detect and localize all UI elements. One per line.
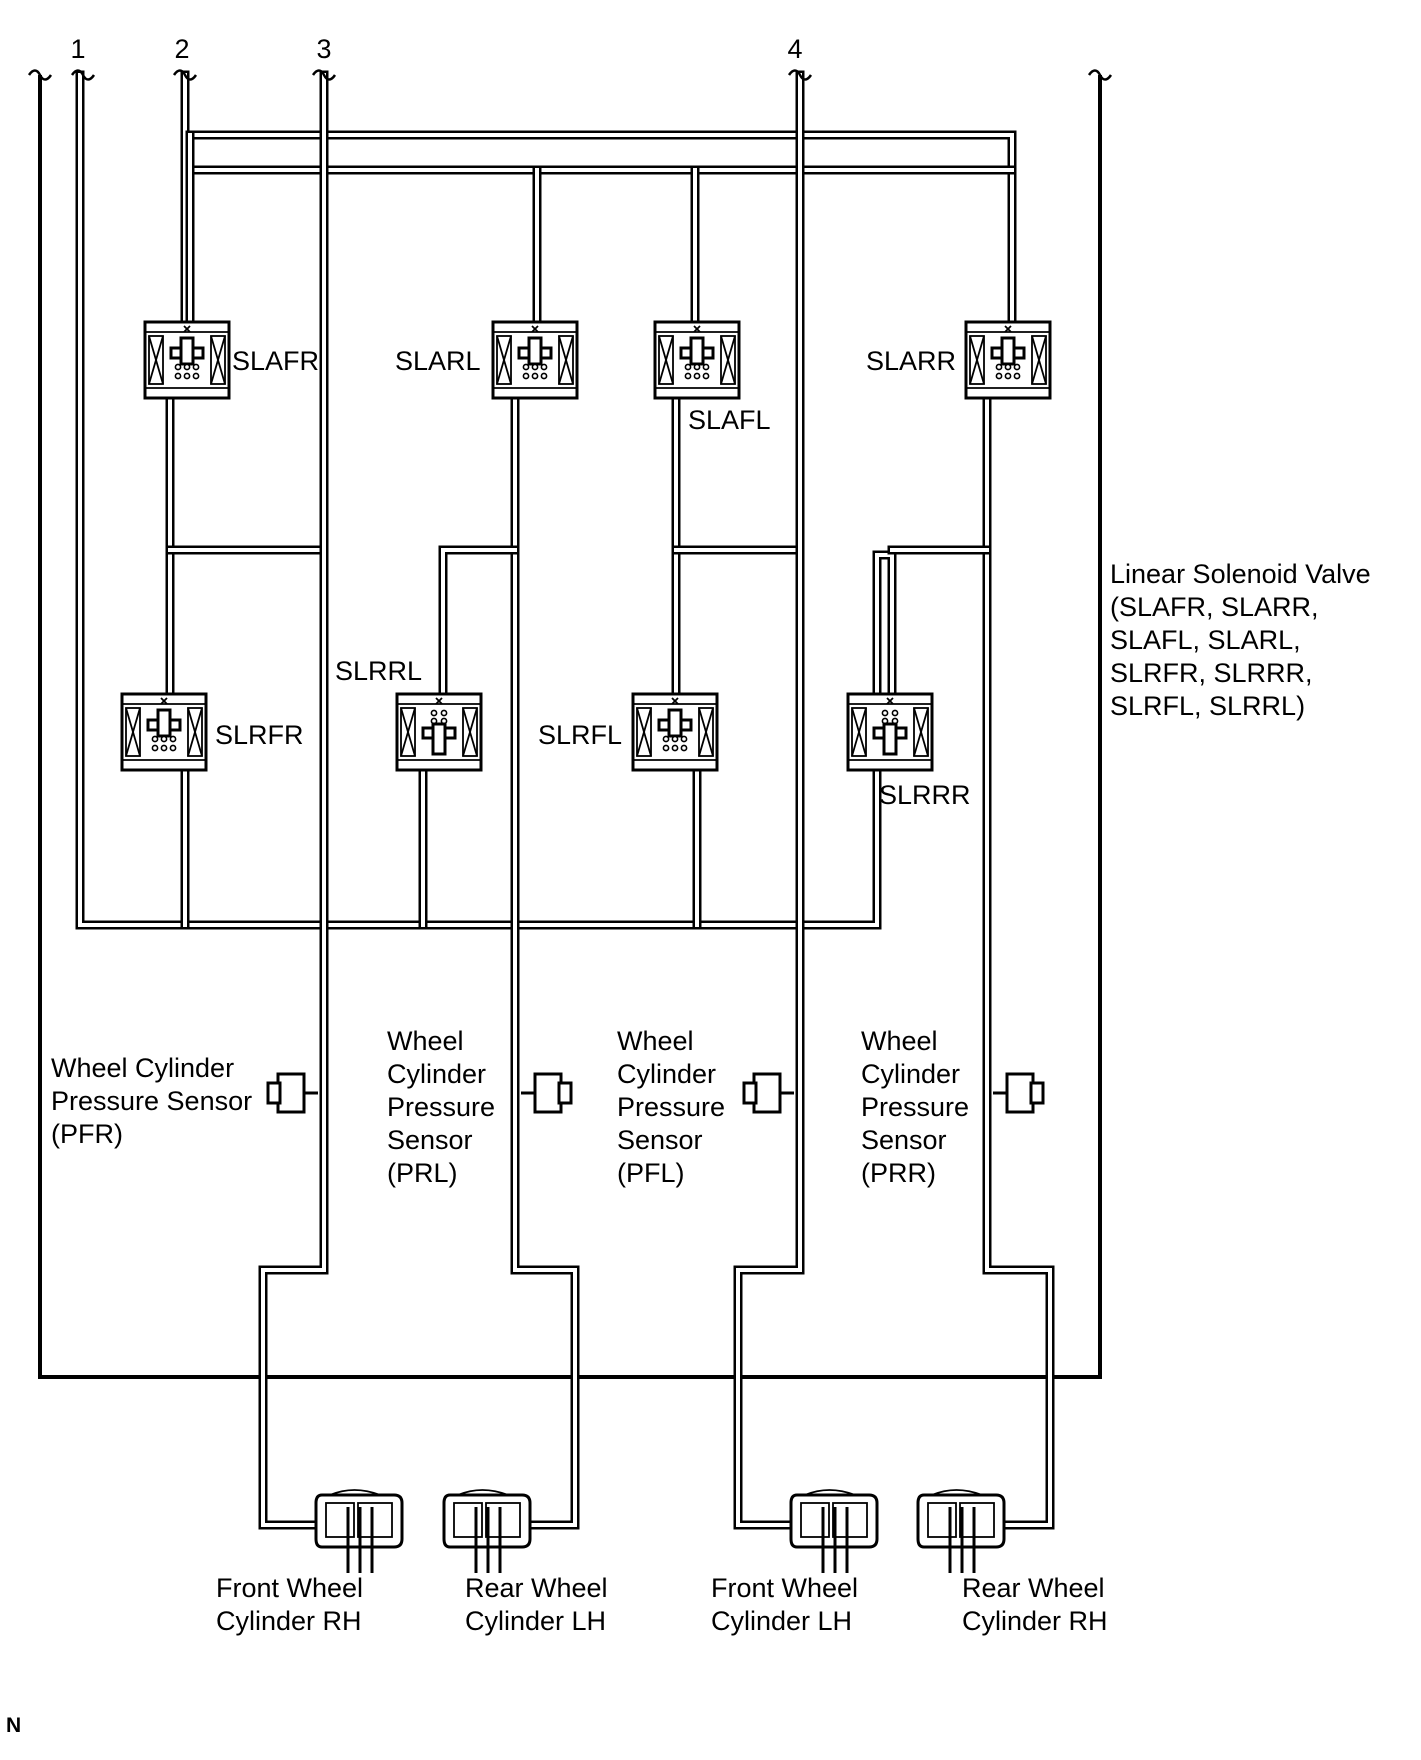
pressure-sensor-pfr: [266, 1072, 320, 1114]
svg-text:(PFL): (PFL): [617, 1158, 685, 1188]
svg-text:Pressure: Pressure: [617, 1092, 725, 1122]
valve-label-slafr: SLAFR: [232, 346, 319, 376]
pressure-sensor-prr: [991, 1072, 1045, 1114]
valve-label-slrfr: SLRFR: [215, 720, 304, 750]
svg-text:(PFR): (PFR): [51, 1119, 123, 1149]
cylinder-label-front-rh: Front Wheel Cylinder RH: [216, 1573, 363, 1636]
svg-text:Cylinder RH: Cylinder RH: [962, 1606, 1108, 1636]
svg-text:Pressure: Pressure: [861, 1092, 969, 1122]
connection-number-1: 1: [70, 34, 85, 64]
legend-line: SLRFL, SLRRL): [1110, 691, 1305, 721]
valve-label-slrrr: SLRRR: [879, 780, 971, 810]
valve-label-slarr: SLARR: [866, 346, 956, 376]
svg-text:Cylinder LH: Cylinder LH: [465, 1606, 606, 1636]
sensor-label-pfr: Wheel Cylinder Pressure Sensor (PFR): [51, 1053, 252, 1149]
legend-line: (SLAFR, SLARR,: [1110, 592, 1319, 622]
wheel-cylinder-front-lh: [789, 1488, 879, 1575]
valve-slrrr: [846, 692, 934, 772]
sensor-label-prr: Wheel Cylinder Pressure Sensor (PRR): [861, 1026, 969, 1188]
sensor-label-pfl: Wheel Cylinder Pressure Sensor (PFL): [617, 1026, 725, 1188]
pressure-sensor-prl: [519, 1072, 573, 1114]
connection-number-4: 4: [787, 34, 802, 64]
svg-text:Cylinder: Cylinder: [617, 1059, 716, 1089]
legend-line: SLAFL, SLARL,: [1110, 625, 1301, 655]
svg-text:Front Wheel: Front Wheel: [216, 1573, 363, 1603]
valve-label-slrfl: SLRFL: [538, 720, 622, 750]
legend-line: Linear Solenoid Valve: [1110, 559, 1371, 589]
valve-slafr: [143, 320, 231, 400]
svg-text:(PRL): (PRL): [387, 1158, 458, 1188]
svg-text:Cylinder: Cylinder: [861, 1059, 960, 1089]
wheel-cylinder-rear-rh: [916, 1488, 1006, 1575]
valve-slarr: [964, 320, 1052, 400]
connection-number-2: 2: [174, 34, 189, 64]
cylinder-label-rear-rh: Rear Wheel Cylinder RH: [962, 1573, 1108, 1636]
svg-text:Cylinder RH: Cylinder RH: [216, 1606, 362, 1636]
connection-number-3: 3: [316, 34, 331, 64]
sensor-label-prl: Wheel Cylinder Pressure Sensor (PRL): [387, 1026, 495, 1188]
svg-text:Cylinder: Cylinder: [387, 1059, 486, 1089]
svg-text:Wheel: Wheel: [861, 1026, 938, 1056]
legend-line: SLRFR, SLRRR,: [1110, 658, 1313, 688]
valve-legend: Linear Solenoid Valve (SLAFR, SLARR, SLA…: [1110, 559, 1371, 721]
wheel-cylinder-rear-lh: [442, 1488, 532, 1575]
svg-text:Front Wheel: Front Wheel: [711, 1573, 858, 1603]
svg-text:Cylinder LH: Cylinder LH: [711, 1606, 852, 1636]
valve-label-slrrl: SLRRL: [335, 656, 422, 686]
valve-slarl: [491, 320, 579, 400]
svg-text:(PRR): (PRR): [861, 1158, 936, 1188]
svg-text:Sensor: Sensor: [617, 1125, 703, 1155]
valve-slrfl: [631, 692, 719, 772]
cylinder-label-rear-lh: Rear Wheel Cylinder LH: [465, 1573, 608, 1636]
svg-text:Sensor: Sensor: [861, 1125, 947, 1155]
pressure-sensor-pfl: [742, 1072, 796, 1114]
svg-text:Rear Wheel: Rear Wheel: [465, 1573, 608, 1603]
valve-slafl: [653, 320, 741, 400]
svg-text:Pressure: Pressure: [387, 1092, 495, 1122]
valve-label-slarl: SLARL: [395, 346, 481, 376]
svg-text:Wheel Cylinder: Wheel Cylinder: [51, 1053, 234, 1083]
pipe-network: [75, 70, 1055, 1530]
svg-text:Wheel: Wheel: [617, 1026, 694, 1056]
cylinder-label-front-lh: Front Wheel Cylinder LH: [711, 1573, 858, 1636]
svg-text:Wheel: Wheel: [387, 1026, 464, 1056]
corner-mark: N: [6, 1714, 21, 1737]
valve-slrfr: [120, 692, 208, 772]
valve-slrrl: [395, 692, 483, 772]
svg-text:Sensor: Sensor: [387, 1125, 473, 1155]
valve-label-slafl: SLAFL: [688, 405, 771, 435]
svg-text:Rear Wheel: Rear Wheel: [962, 1573, 1105, 1603]
svg-text:Pressure Sensor: Pressure Sensor: [51, 1086, 252, 1116]
wheel-cylinder-front-rh: [314, 1488, 404, 1575]
